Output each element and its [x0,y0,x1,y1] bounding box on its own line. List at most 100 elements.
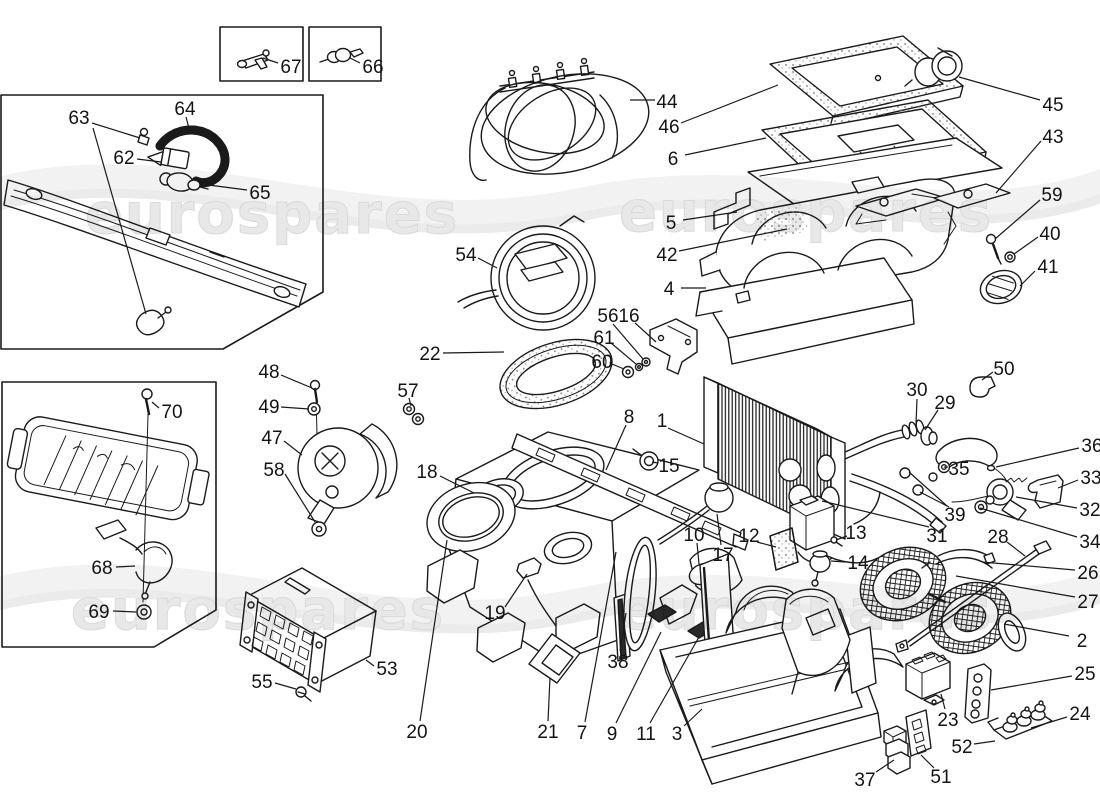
callout-56: 56 [597,306,618,327]
callout-53: 53 [376,659,397,680]
callout-49: 49 [258,397,279,418]
part-17-vacuum-bulb [657,482,734,545]
callout-30: 30 [906,380,927,401]
leader-36 [995,447,1080,468]
part-16-bracket [649,318,698,375]
leader-23 [940,693,946,710]
leader-57 [408,397,412,407]
part-32-36-thermo-valve [951,464,1028,521]
leader-21 [547,677,551,722]
leader-26 [981,561,1076,571]
callout-45: 45 [1042,95,1063,116]
callout-58: 58 [263,460,284,481]
callout-22: 22 [419,344,440,365]
leader-55 [274,682,297,690]
leader-18 [439,475,475,494]
watermark-text-4: eurospares [619,578,993,643]
callout-70: 70 [161,402,182,423]
leader-70 [151,401,160,409]
part-25-plate [964,663,992,724]
callout-15: 15 [658,456,679,477]
leader-45 [958,76,1041,101]
part-29-30-pipe-fittings [844,419,938,460]
leader-53 [365,659,375,667]
callout-66: 66 [362,57,383,78]
diagram-art [0,26,1064,785]
part-69-washer [136,604,152,620]
part-23-resistor-block [905,651,951,706]
callout-1: 1 [657,411,668,432]
frame-box-top-left [0,94,324,350]
callout-4: 4 [664,279,675,300]
callout-16: 16 [618,306,639,327]
leader-60 [611,363,625,370]
watermark-swoosh-top [0,164,1100,226]
callout-14: 14 [847,553,869,574]
callout-62: 62 [113,148,134,169]
part-24-52-socket-strip [987,700,1053,740]
part-35-rings [928,460,951,482]
callout-55: 55 [251,672,272,693]
callout-20: 20 [406,722,427,743]
leader-39 [908,471,948,507]
callout-63: 63 [68,108,89,129]
callout-50: 50 [993,359,1014,380]
callout-37: 37 [854,770,875,791]
watermark-text-3: eurospares [71,578,445,643]
part-51-connector-block [905,709,932,757]
part-46-gasket-frame [769,35,964,128]
inset-box-66 [308,26,382,82]
callout-64: 64 [174,99,196,120]
callout-12: 12 [738,526,759,547]
leader-61 [610,342,637,365]
part-18-oval-seal [426,478,524,553]
leader-9 [615,631,662,724]
part-47-actuator-drum [297,391,398,525]
callout-41: 41 [1037,257,1058,278]
leader-31 [821,500,930,528]
callout-47: 47 [261,428,282,449]
callout-60: 60 [591,352,612,373]
callout-67: 67 [280,57,301,78]
leader-16 [634,322,657,343]
part-61-washer [634,362,644,372]
leader-34 [979,507,1078,538]
leader-12 [756,541,777,548]
leader-25 [990,675,1073,691]
callout-39: 39 [944,505,965,526]
callout-51: 51 [930,767,951,788]
leader-51 [920,754,935,769]
leader-22 [442,351,505,354]
leader-69 [112,610,137,613]
callout-13: 13 [845,523,866,544]
part-12-valve-plate [769,527,799,571]
part-26-27-strap [921,549,996,569]
callout-6: 6 [668,149,679,170]
callout-3: 3 [672,724,683,745]
leader-47 [283,440,303,456]
part-48-screw [309,379,321,404]
callout-61: 61 [593,328,614,349]
leader-8 [605,424,627,471]
part-33-bracket [1027,474,1064,509]
leader-11 [649,636,700,724]
leader-32 [1015,496,1078,509]
part-58-washer [311,521,327,537]
leader-64 [185,116,191,133]
leader-67 [262,57,279,64]
callout-7: 7 [577,723,588,744]
leader-30 [915,398,918,425]
callout-10: 10 [683,525,704,546]
callout-24: 24 [1069,704,1091,725]
watermark-swoosh-bottom [0,564,1100,626]
callout-31: 31 [926,526,947,547]
part-4-lower-shell [695,238,915,365]
leader-3 [683,708,703,727]
leader-46 [680,84,779,124]
callout-2: 2 [1077,631,1088,652]
leader-38 [619,612,627,652]
part-50-clip [969,376,996,398]
leader-7 [584,551,617,723]
